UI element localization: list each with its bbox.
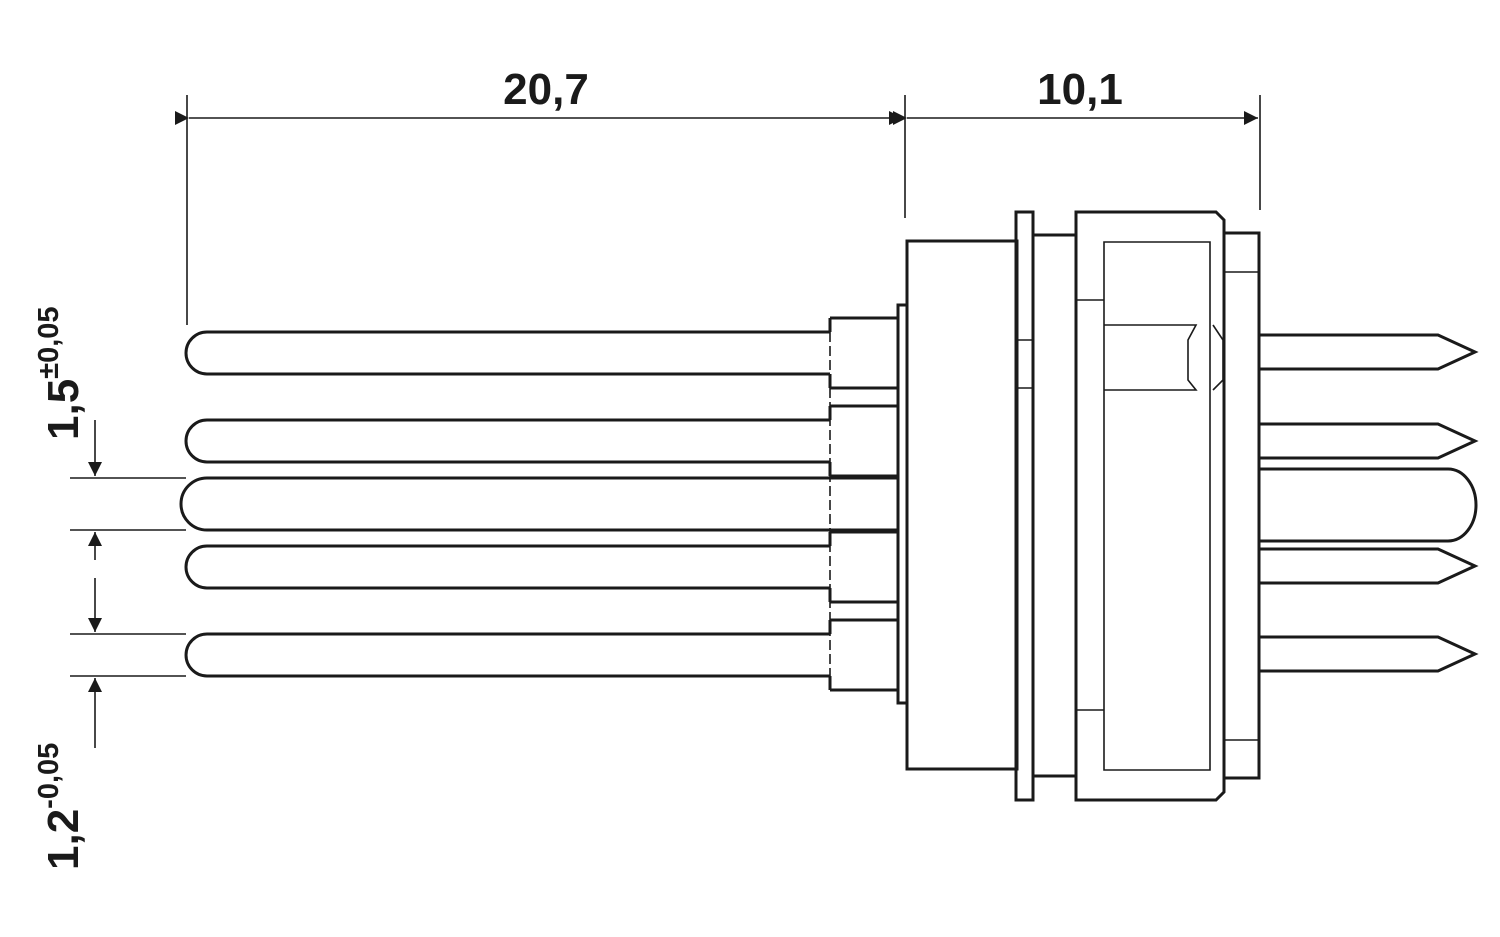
pitch-value: 1,5 bbox=[39, 379, 88, 440]
front-pin-2 bbox=[1259, 422, 1479, 460]
coupling-nut-steps bbox=[1076, 299, 1104, 711]
pin-width-value: 1,2 bbox=[39, 809, 88, 870]
pitch-label: 1,5±0,05 bbox=[33, 306, 88, 440]
pin-width-label: 1,2-0,05 bbox=[33, 743, 88, 870]
rear-pins bbox=[179, 316, 898, 692]
pin-length-dimension: 20,7 bbox=[175, 65, 906, 325]
pitch-dimension: 1,5±0,05 bbox=[33, 306, 186, 560]
mounting-flange bbox=[1014, 210, 1035, 802]
front-collar bbox=[1222, 231, 1261, 780]
svg-text:1,5±0,05: 1,5±0,05 bbox=[33, 306, 88, 440]
rear-housing bbox=[905, 239, 1019, 771]
front-pin-1 bbox=[1259, 333, 1479, 371]
rear-pin-2 bbox=[184, 404, 898, 478]
connector-body bbox=[896, 210, 1261, 802]
housing-step bbox=[896, 303, 907, 705]
body-length-dimension: 10,1 bbox=[893, 65, 1261, 210]
rear-pin-1 bbox=[184, 316, 898, 390]
pin-length-label: 20,7 bbox=[503, 65, 589, 114]
rear-pin-3 bbox=[179, 476, 898, 532]
front-pins bbox=[1259, 333, 1479, 673]
body-neck bbox=[1033, 233, 1076, 778]
rear-pin-4 bbox=[184, 530, 898, 604]
pin-width-dimension: 1,2-0,05 bbox=[33, 578, 186, 870]
front-pin-4 bbox=[1259, 547, 1479, 585]
coupling-nut-inner bbox=[1103, 241, 1211, 771]
front-pin-5 bbox=[1259, 635, 1479, 673]
pitch-tolerance: ±0,05 bbox=[33, 306, 65, 378]
keyway bbox=[1104, 324, 1198, 391]
svg-text:1,2-0,05: 1,2-0,05 bbox=[33, 743, 88, 870]
body-length-label: 10,1 bbox=[1037, 65, 1123, 114]
front-pin-3 bbox=[1259, 467, 1478, 543]
rear-pin-5 bbox=[184, 618, 898, 692]
coupling-nut bbox=[1074, 210, 1226, 802]
keyway-notch bbox=[1212, 324, 1224, 391]
pin-width-tolerance: -0,05 bbox=[33, 743, 65, 809]
